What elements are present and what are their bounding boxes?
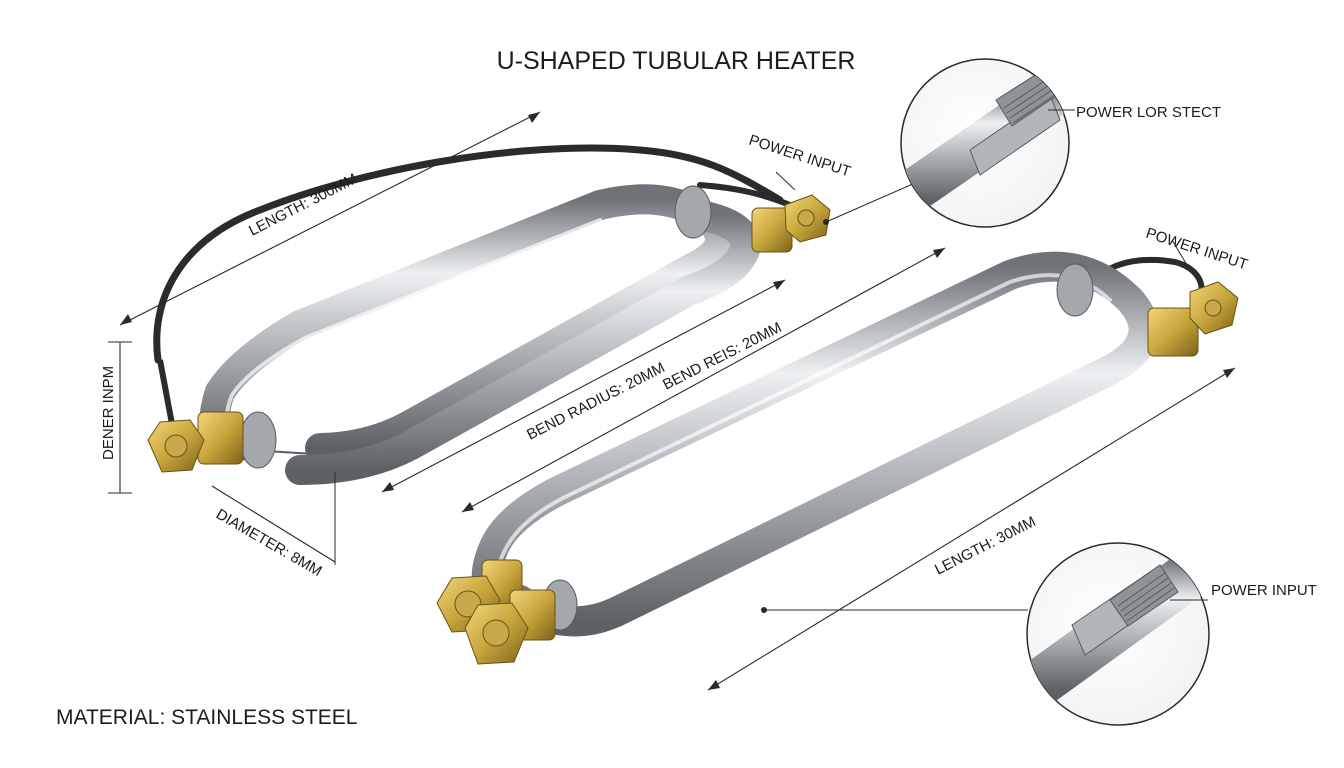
sleeve-1b	[674, 185, 712, 239]
detail-circle-bottom: POWER INPUT	[1026, 542, 1317, 726]
detail-circle-top: POWER LOR STECT	[900, 58, 1221, 228]
detail-top-label: POWER LOR STECT	[1076, 104, 1221, 121]
brass-fitting-2-right	[1147, 281, 1239, 357]
sleeve-1a	[239, 411, 277, 469]
bend-dim-line-2	[461, 247, 946, 513]
height-label-1: DENER INPM	[100, 366, 117, 460]
length-label-2: LENGTH: 30MM	[932, 513, 1038, 578]
heater-1: LENGTH: 300MM BEND RADIUS: 20MM DENER IN…	[100, 111, 916, 580]
diagram-title: U-SHAPED TUBULAR HEATER	[497, 47, 856, 75]
detail-bottom-label: POWER INPUT	[1211, 582, 1317, 599]
bend-dim-line-1	[381, 279, 786, 493]
length-label-1: LENGTH: 300MM	[246, 170, 360, 239]
power-input-label-1: POWER INPUT	[747, 132, 853, 181]
sleeve-2a	[1056, 263, 1094, 317]
length-dim-line-1	[119, 111, 541, 326]
diameter-dim-line-1	[211, 485, 336, 563]
power-cable-1	[153, 144, 784, 364]
brass-fitting-1-left	[147, 411, 244, 473]
brass-fitting-2-left	[436, 559, 556, 665]
diameter-label-1: DIAMETER: 8MM	[213, 506, 325, 580]
power-input-label-2: POWER INPUT	[1144, 225, 1250, 274]
length-dim-line-2	[707, 367, 1236, 691]
brass-fitting-1-right	[751, 194, 831, 253]
material-note: MATERIAL: STAINLESS STEEL	[56, 706, 357, 729]
